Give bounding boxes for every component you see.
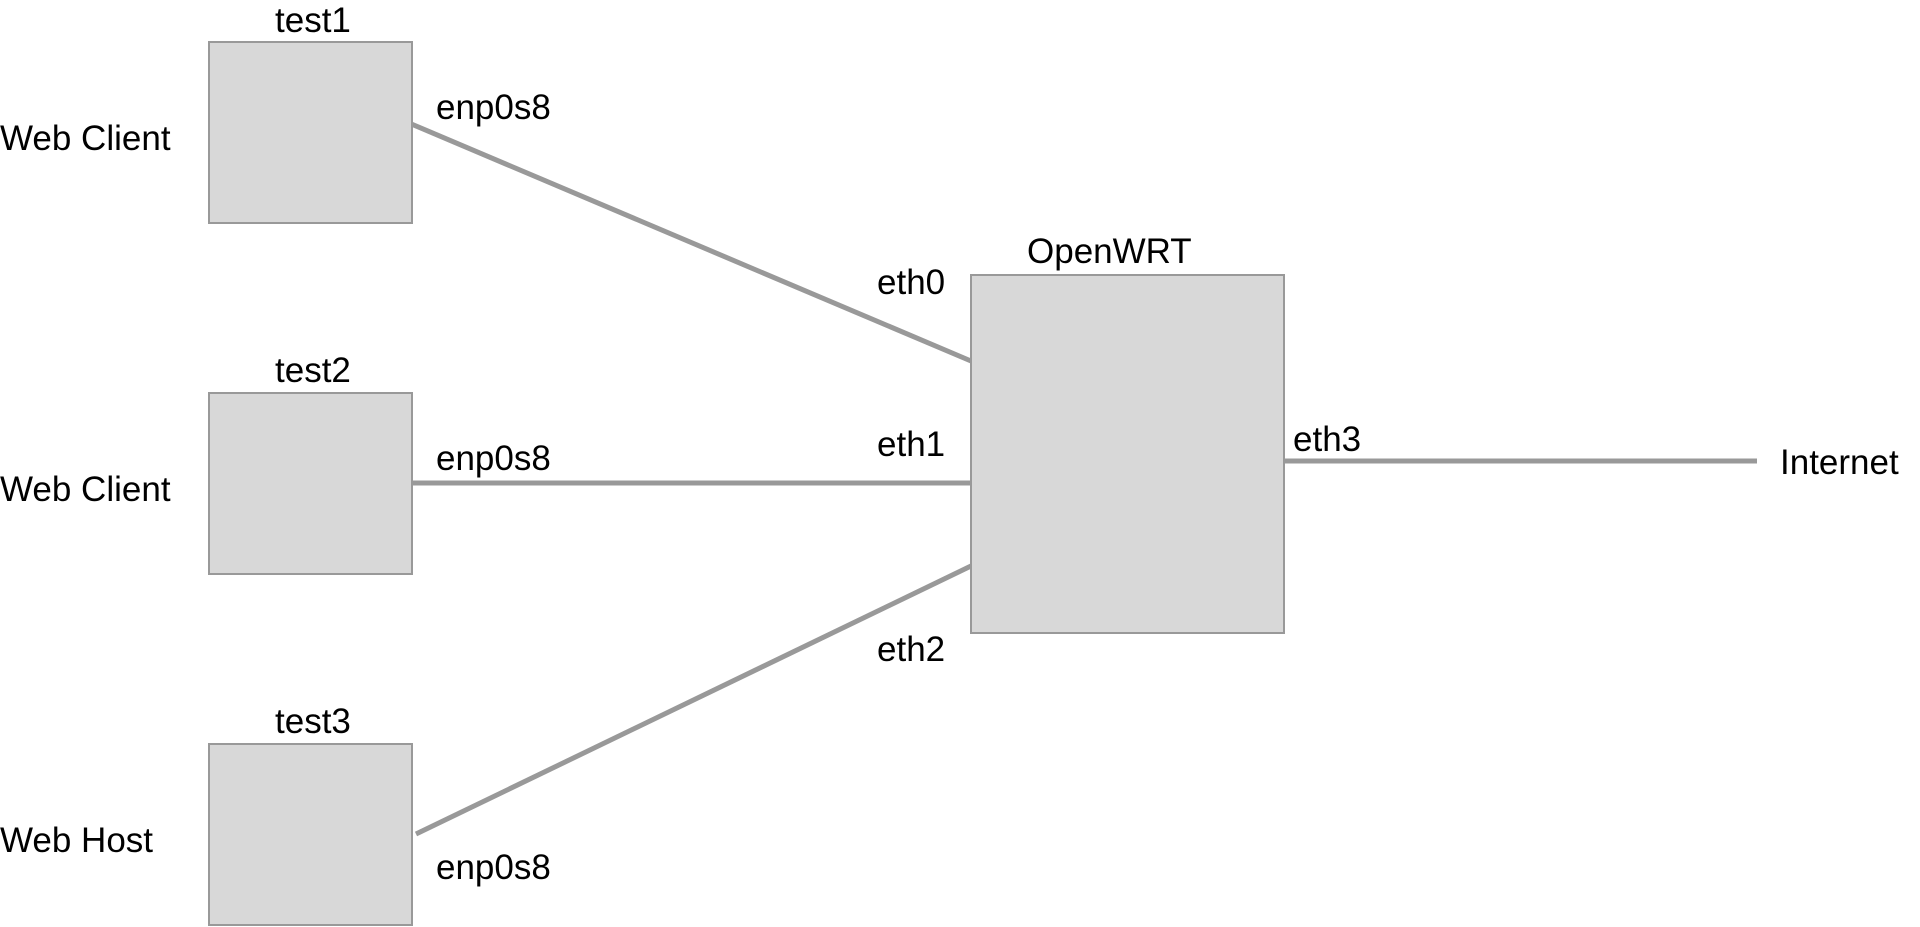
router-interface-eth3: eth3 [1293, 420, 1362, 459]
router-interface-eth0: eth0 [877, 263, 946, 302]
router-name: OpenWRT [1027, 232, 1192, 271]
link-test1-eth0 [408, 120, 972, 364]
internet-label: Internet [1780, 443, 1899, 482]
host-name-test2: test2 [275, 351, 351, 390]
host-box-test1 [208, 41, 413, 224]
host-interface-test2: enp0s8 [436, 439, 551, 478]
host-role-test3: Web Host [0, 821, 154, 860]
host-role-test2: Web Client [0, 470, 171, 509]
host-name-test3: test3 [275, 702, 351, 741]
host-role-test1: Web Client [0, 119, 171, 158]
host-name-test1: test1 [275, 1, 351, 40]
router-box [970, 274, 1285, 634]
router-interface-eth1: eth1 [877, 425, 946, 464]
host-box-test3 [208, 743, 413, 926]
router-interface-eth2: eth2 [877, 630, 946, 669]
link-test3-eth2 [414, 563, 973, 837]
host-interface-test3: enp0s8 [436, 848, 551, 887]
host-interface-test1: enp0s8 [436, 88, 551, 127]
host-box-test2 [208, 392, 413, 575]
